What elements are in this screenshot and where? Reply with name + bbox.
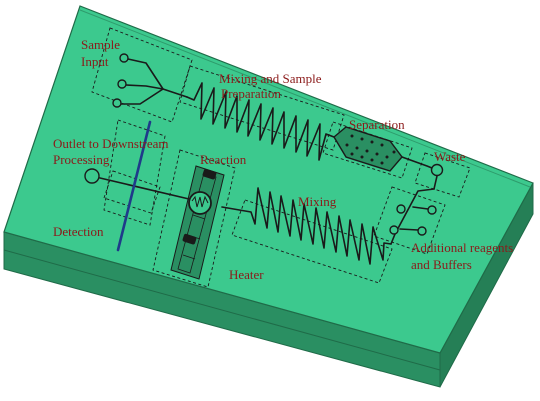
reagent-port-4 bbox=[389, 225, 399, 235]
reagent-port-1 bbox=[427, 205, 437, 215]
additional-reagents-network bbox=[389, 188, 437, 245]
box-outlet bbox=[103, 170, 161, 214]
sample-port-1 bbox=[119, 53, 129, 63]
label-reaction: Reaction bbox=[200, 152, 247, 167]
chip-top-ridge bbox=[79, 9, 531, 188]
box-mixing-prep bbox=[179, 65, 345, 151]
label-additional-2: and Buffers bbox=[411, 257, 472, 272]
label-mixing: Mixing bbox=[298, 194, 337, 209]
label-sample-input-2: Input bbox=[81, 54, 109, 69]
box-waste bbox=[414, 152, 471, 198]
reagent-port-3 bbox=[396, 204, 406, 214]
sample-input-network bbox=[112, 53, 188, 108]
box-additional bbox=[373, 186, 446, 255]
outlet-port bbox=[84, 168, 100, 184]
serpentine-mixer-1 bbox=[186, 82, 335, 161]
label-additional-1: Additional reagents bbox=[411, 240, 513, 255]
label-mixing-prep-2: Preparation bbox=[221, 86, 281, 101]
label-mixing-prep-1: Mixing and Sample bbox=[219, 71, 322, 86]
serpentine-mixer-2 bbox=[221, 187, 392, 265]
sample-port-3 bbox=[112, 98, 122, 108]
channel-to-outlet bbox=[99, 177, 190, 200]
waste-port bbox=[430, 163, 444, 177]
label-heater: Heater bbox=[229, 267, 264, 282]
detection-optic bbox=[116, 120, 152, 252]
box-mixing bbox=[231, 199, 393, 284]
sample-port-2 bbox=[117, 79, 127, 89]
label-separation: Separation bbox=[349, 117, 405, 132]
box-detection bbox=[103, 119, 166, 226]
label-outlet-1: Outlet to Downstream bbox=[53, 136, 169, 151]
label-outlet-2: Processing bbox=[53, 152, 110, 167]
chip-top-face bbox=[3, 5, 534, 354]
label-detection: Detection bbox=[53, 224, 104, 239]
box-heater bbox=[152, 149, 236, 288]
channel-waste-down bbox=[433, 175, 438, 190]
box-sample-input bbox=[91, 27, 193, 123]
label-waste: Waste bbox=[434, 149, 466, 164]
chip-side-seam bbox=[3, 249, 441, 371]
label-sample-input-1: Sample bbox=[81, 37, 120, 52]
separation-pillars bbox=[345, 134, 396, 165]
reagent-port-2 bbox=[417, 226, 427, 236]
reaction-chamber bbox=[188, 191, 212, 215]
heater-element bbox=[170, 165, 225, 280]
channel-to-waste bbox=[401, 156, 433, 169]
